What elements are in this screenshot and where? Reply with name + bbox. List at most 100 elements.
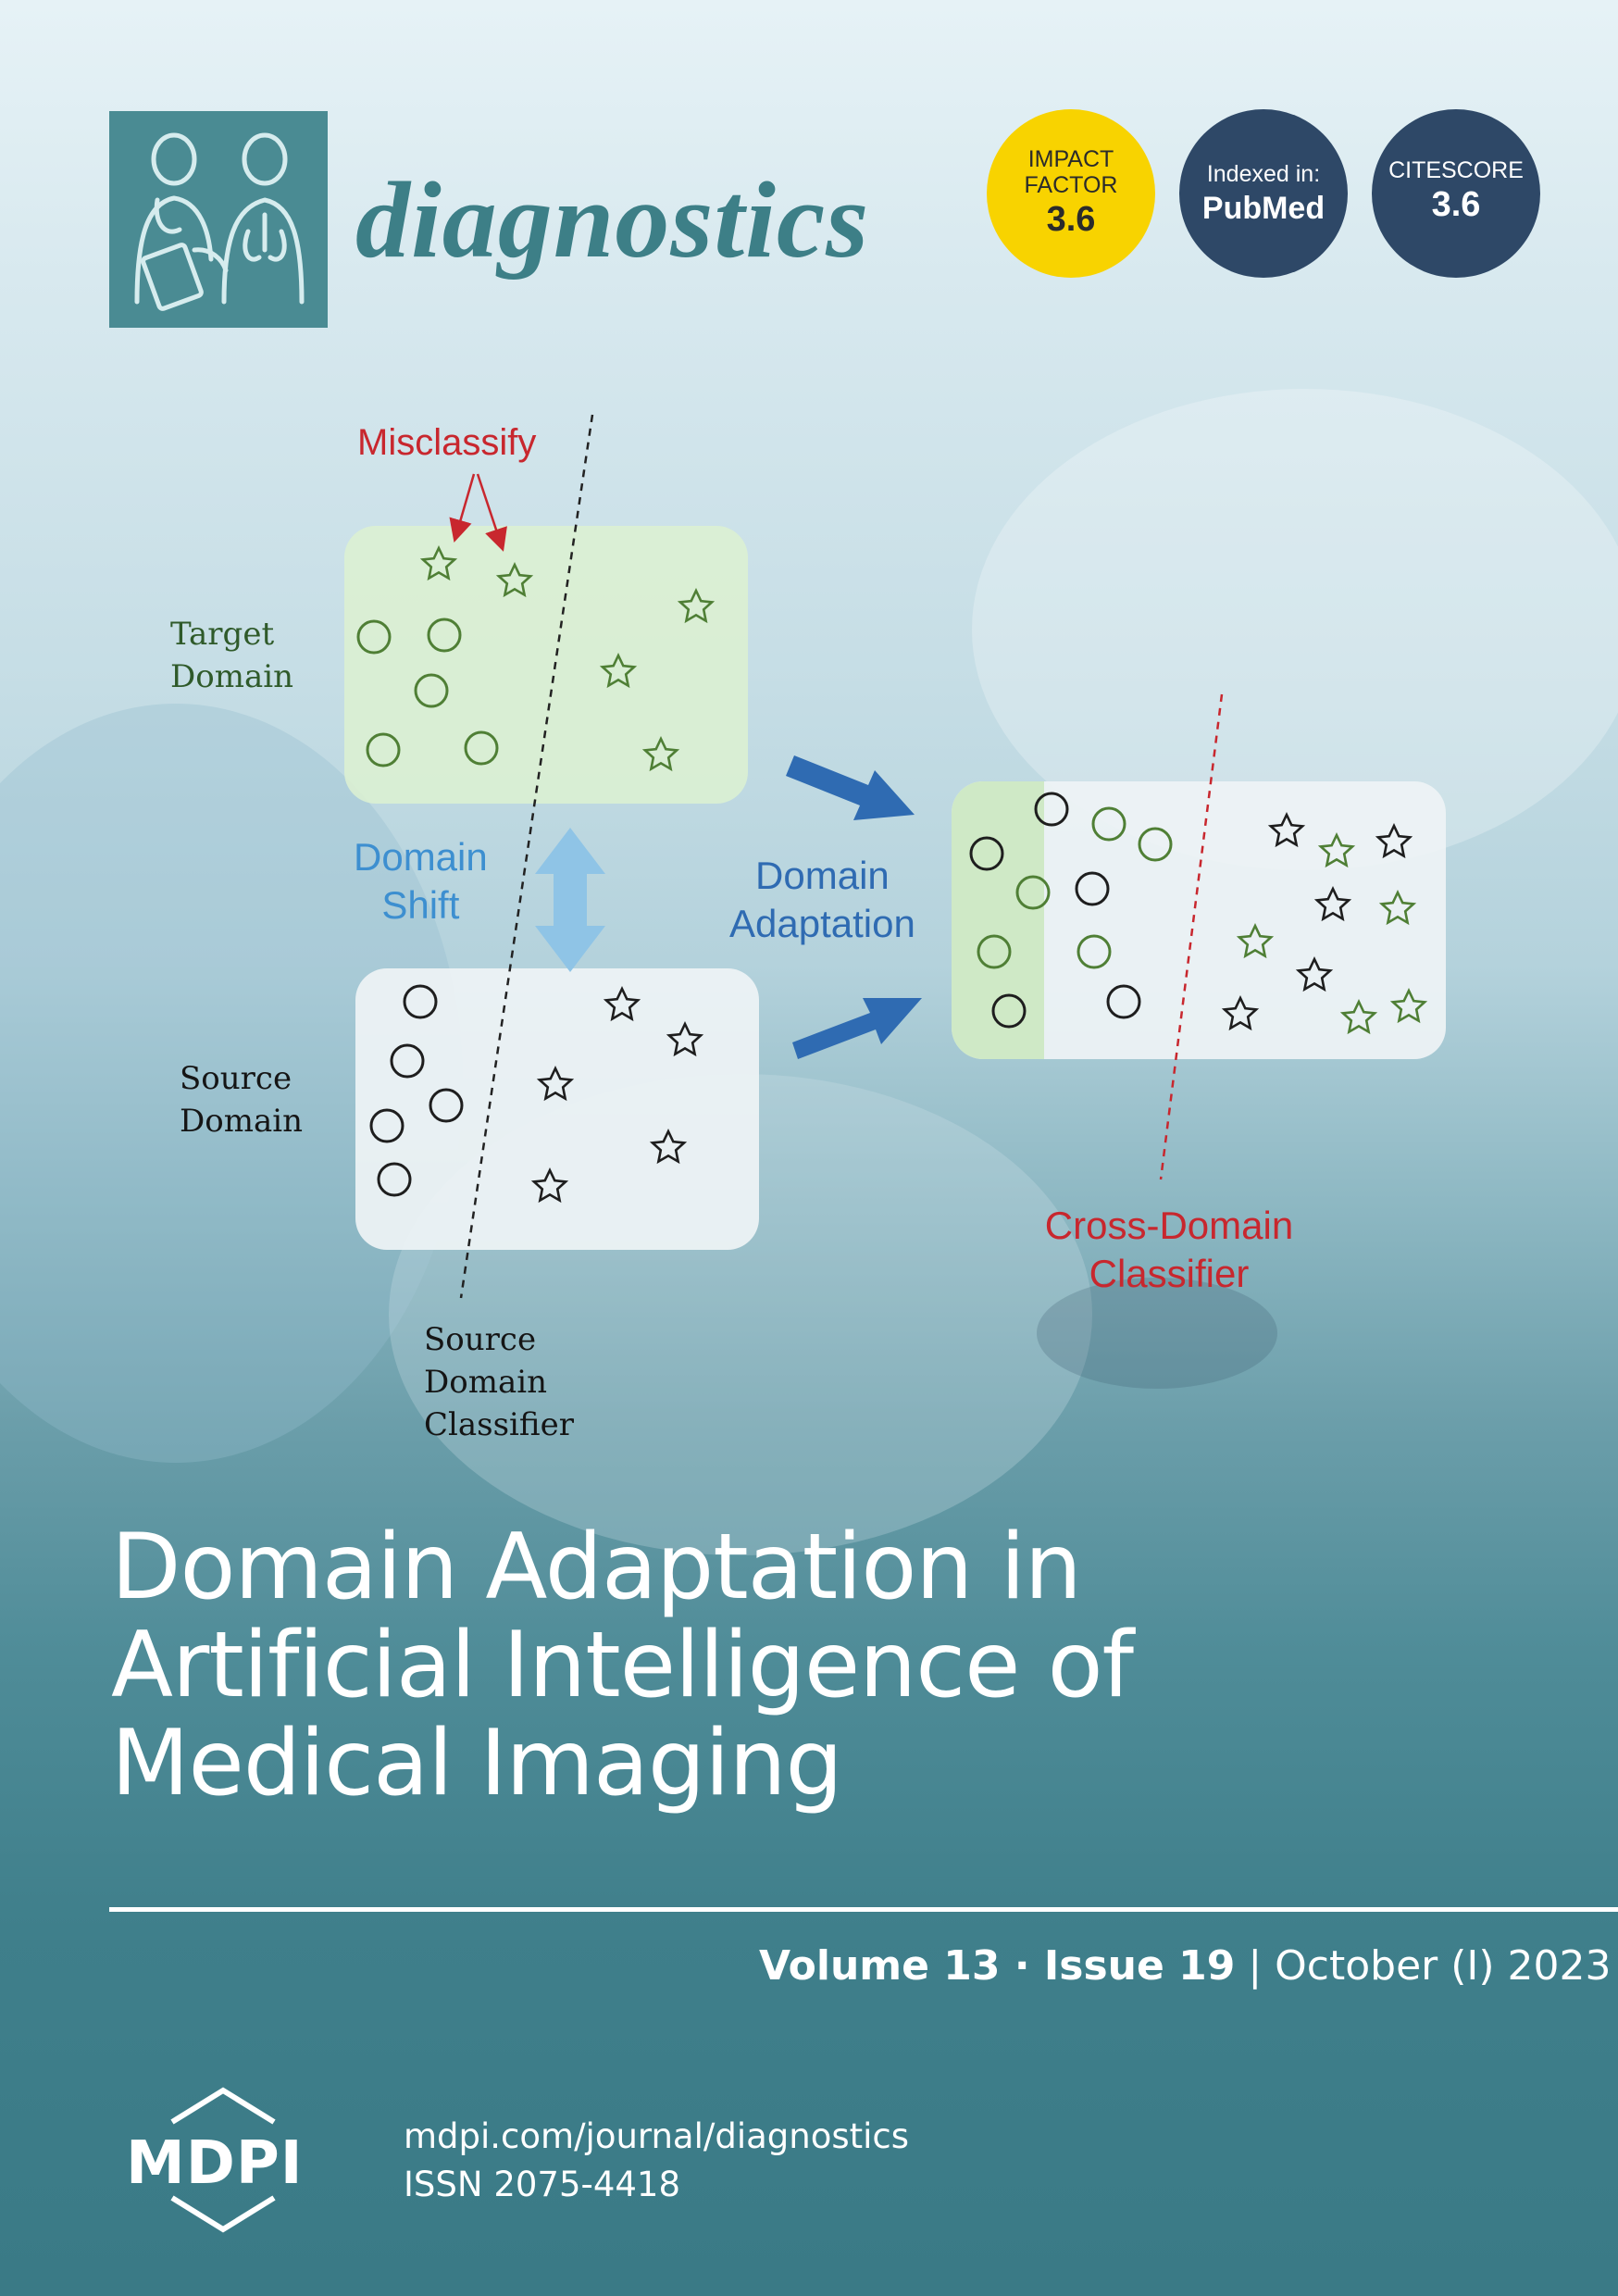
source-domain-label-line2: Domain (180, 1103, 304, 1140)
adapted-star (1297, 957, 1332, 991)
issue-separator: · (1000, 1942, 1044, 1990)
source-classifier-label: Source Domain Classifier (424, 1318, 574, 1446)
domain-adaptation-arrow-lower (792, 998, 922, 1059)
target-domain-label: Target Domain (170, 613, 293, 698)
source-star (538, 1067, 573, 1100)
adapted-star (1223, 996, 1258, 1029)
source-circle (390, 1043, 425, 1079)
journal-url: mdpi.com/journal/diagnostics (404, 2116, 910, 2156)
impact-factor-label-line1: IMPACT (1027, 146, 1114, 172)
impact-factor-value: 3.6 (1046, 200, 1096, 239)
target-domain-label-line1: Target (170, 616, 275, 653)
target-star (601, 654, 636, 687)
source-star (651, 1129, 686, 1163)
target-star (421, 546, 456, 580)
mdpi-hexagon-icon (170, 2087, 276, 2233)
misclassify-arrow (476, 473, 507, 552)
issue-info: Volume 13 · Issue 19 | October (I) 2023 (759, 1942, 1612, 1990)
domain-adaptation-label-line1: Domain (755, 854, 890, 897)
adapted-circle (1034, 792, 1069, 827)
journal-issn: ISSN 2075-4418 (404, 2165, 680, 2204)
adapted-domain-green-region (952, 781, 1044, 1059)
cross-domain-classifier-line (1159, 693, 1224, 1180)
target-circle (356, 619, 392, 655)
adapted-circle (977, 934, 1012, 969)
target-star (678, 589, 714, 622)
domain-adaptation-label-line2: Adaptation (729, 902, 915, 945)
journal-logo (109, 111, 328, 328)
source-circle (403, 984, 438, 1019)
issue-number-text: Issue 19 (1043, 1942, 1236, 1990)
title-line1: Domain Adaptation in (111, 1515, 1082, 1620)
journal-name: diagnostics (355, 159, 870, 281)
target-domain-label-line2: Domain (170, 658, 294, 695)
adapted-circle (1106, 984, 1141, 1019)
target-circle (414, 673, 449, 708)
source-classifier-label-line2: Domain (424, 1364, 548, 1401)
adapted-circle (991, 993, 1027, 1029)
pubmed-badge: Indexed in: PubMed (1179, 109, 1348, 278)
domain-adaptation-diagram (356, 414, 1426, 1299)
issue-date: October (I) 2023 (1275, 1942, 1612, 1990)
adapted-star (1391, 989, 1426, 1022)
adapted-circle (1138, 827, 1173, 862)
volume-text: Volume 13 (759, 1942, 1001, 1990)
citescore-label: CITESCORE (1388, 157, 1524, 183)
adapted-star (1380, 891, 1415, 924)
adapted-circle (969, 836, 1004, 871)
cover-title: Domain Adaptation in Artificial Intellig… (111, 1515, 1134, 1813)
domain-shift-label-line2: Shift (381, 883, 460, 927)
pubmed-label: Indexed in: (1206, 161, 1321, 187)
cross-domain-classifier-label: Cross-Domain Classifier (1026, 1202, 1313, 1298)
domain-adaptation-arrow-upper (786, 755, 915, 820)
adapted-circle (1091, 806, 1126, 842)
cross-domain-label-line1: Cross-Domain (1044, 1204, 1294, 1247)
target-circle (366, 732, 401, 767)
target-star (497, 563, 532, 596)
doctor-patient-icon (134, 132, 305, 311)
pubmed-value: PubMed (1201, 191, 1326, 226)
source-circle (429, 1088, 464, 1123)
adapted-star (1269, 813, 1304, 846)
cross-domain-label-line2: Classifier (1089, 1252, 1250, 1295)
source-classifier-line (459, 414, 594, 1299)
source-domain-label-line1: Source (180, 1060, 292, 1097)
adapted-star (1376, 824, 1412, 857)
target-star (643, 737, 678, 770)
misclassify-arrow (449, 473, 476, 543)
target-circle (464, 730, 499, 766)
impact-factor-badge: IMPACT FACTOR 3.6 (987, 109, 1155, 278)
title-line2: Artificial Intelligence of (111, 1613, 1134, 1718)
adapted-circle (1015, 875, 1051, 910)
impact-factor-label-line2: FACTOR (1024, 172, 1118, 198)
source-domain-panel (355, 968, 759, 1250)
adapted-star (1341, 1000, 1376, 1033)
mdpi-logo: MDPI (107, 2085, 339, 2235)
adapted-star (1238, 924, 1273, 957)
source-star (604, 987, 640, 1020)
source-classifier-label-line1: Source (424, 1321, 537, 1358)
domain-shift-label: Domain Shift (354, 833, 488, 930)
source-classifier-label-line3: Classifier (424, 1406, 574, 1443)
adapted-circle (1075, 871, 1110, 906)
domain-shift-arrow (535, 828, 605, 972)
source-star (532, 1168, 567, 1202)
source-circle (377, 1162, 412, 1197)
title-divider (109, 1907, 1618, 1912)
adapted-star (1315, 887, 1350, 920)
source-domain-label: Source Domain (180, 1057, 303, 1142)
misclassify-label: Misclassify (357, 422, 537, 463)
source-star (667, 1022, 703, 1055)
domain-adaptation-label: Domain Adaptation (729, 852, 915, 948)
adapted-circle (1077, 934, 1112, 969)
citescore-badge: CITESCORE 3.6 (1372, 109, 1540, 278)
source-circle (369, 1108, 404, 1143)
mdpi-logo-text: MDPI (126, 2129, 304, 2198)
citescore-value: 3.6 (1431, 185, 1481, 224)
target-domain-panel (344, 526, 748, 804)
domain-shift-label-line1: Domain (354, 835, 488, 879)
background-scene-shape (1037, 1278, 1277, 1389)
issue-divider: | (1235, 1942, 1276, 1990)
adapted-star (1319, 833, 1354, 867)
